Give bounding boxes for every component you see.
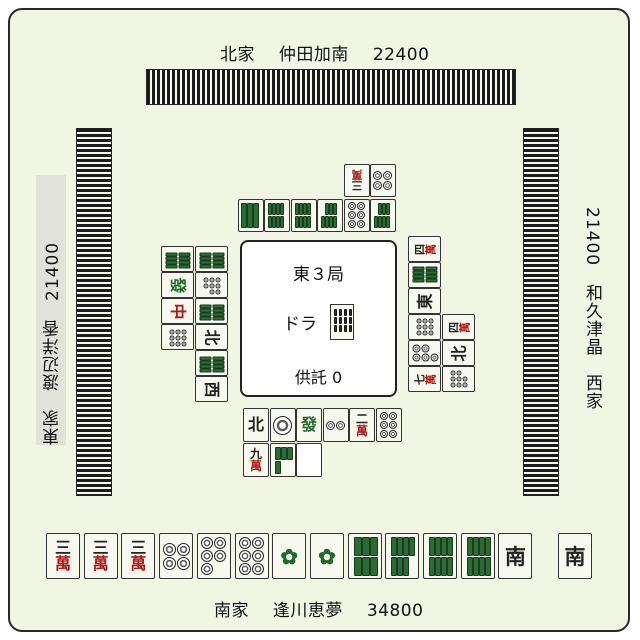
discard-tile: 四萬 <box>408 236 441 262</box>
discard-tile <box>195 246 228 272</box>
discard-tile <box>195 272 228 298</box>
south-score: 34800 <box>366 601 424 621</box>
round-indicator: 東３局 <box>293 265 344 285</box>
hand-tile[interactable]: ✿ <box>272 533 307 579</box>
discard-tile: 發 <box>296 408 322 442</box>
discard-tile: 二萬 <box>349 408 375 442</box>
discard-tile: 三萬 <box>344 164 370 197</box>
dora-tile <box>330 304 355 340</box>
west-player-label: 21400 和久津晶西家 <box>580 207 605 452</box>
discard-tile <box>291 199 317 232</box>
discard-tile <box>195 298 228 324</box>
west-seat: 西家 <box>582 374 602 411</box>
discard-tile <box>442 366 475 392</box>
discard-tile: 四萬 <box>442 314 475 340</box>
dora-label: ドラ <box>282 314 317 335</box>
west-score: 21400 <box>582 207 602 267</box>
discard-tile <box>370 164 396 197</box>
round-info-panel: 東３局 ドラ 供託 0 <box>240 240 397 397</box>
hand-tile[interactable] <box>423 533 457 579</box>
north-concealed-hand <box>146 69 516 105</box>
hand-tile[interactable]: 三萬 <box>46 533 80 579</box>
south-player-label: 南家 逢川恵夢 34800 <box>214 596 423 621</box>
discard-tile <box>408 262 441 288</box>
discard-tile <box>408 314 441 340</box>
west-name: 和久津晶 <box>582 284 602 357</box>
discard-empty-slot <box>296 443 322 477</box>
discard-tile: 東 <box>408 288 441 314</box>
south-seat: 南家 <box>214 601 249 621</box>
discard-tile <box>161 324 194 350</box>
hand-tile[interactable] <box>347 533 382 579</box>
discard-tile <box>370 199 396 232</box>
hand-tile[interactable] <box>196 533 231 579</box>
hand-tile[interactable] <box>234 533 269 579</box>
discard-tile <box>269 443 296 477</box>
east-label-highlight <box>36 175 66 445</box>
discard-tile: 北 <box>442 340 475 366</box>
south-name: 逢川恵夢 <box>272 601 343 621</box>
hand-tile[interactable] <box>159 533 194 579</box>
hand-tile[interactable]: 三萬 <box>121 533 156 579</box>
discard-tile: 發 <box>161 272 194 298</box>
discard-tile <box>161 246 194 272</box>
north-player-label: 北家 仲田加南 22400 <box>220 40 429 65</box>
drawn-tile[interactable]: 南 <box>558 533 592 579</box>
discard-tile <box>238 199 264 232</box>
east-player-label-text: 東家渡辺洋香21400 <box>43 241 63 445</box>
north-score: 22400 <box>372 45 430 65</box>
discard-tile <box>322 408 349 442</box>
hand-tile[interactable]: ✿ <box>309 533 344 579</box>
north-seat: 北家 <box>220 45 255 65</box>
discard-tile <box>195 350 228 376</box>
discard-tile: 北 <box>195 324 228 350</box>
discard-tile <box>375 408 402 442</box>
discard-tile: 九萬 <box>243 443 269 477</box>
hand-tile[interactable]: 三萬 <box>83 533 118 579</box>
discard-tile: 西 <box>195 376 228 402</box>
discard-tile: 中 <box>161 298 194 324</box>
discard-tile <box>317 199 343 232</box>
discard-tile <box>408 340 441 366</box>
hand-tile[interactable] <box>385 533 420 579</box>
west-concealed-hand <box>523 128 559 496</box>
north-name: 仲田加南 <box>278 45 349 65</box>
discard-tile: 七萬 <box>408 366 441 392</box>
discard-tile: 北 <box>243 408 269 442</box>
east-concealed-hand <box>76 128 112 496</box>
hand-tile[interactable]: 南 <box>498 533 533 579</box>
discard-tile <box>264 199 290 232</box>
hand-tile[interactable] <box>460 533 495 579</box>
discard-tile <box>269 408 296 442</box>
discard-tile <box>344 199 370 232</box>
kyoutaku-count: 供託 0 <box>294 368 343 387</box>
dora-row: ドラ <box>242 304 395 340</box>
